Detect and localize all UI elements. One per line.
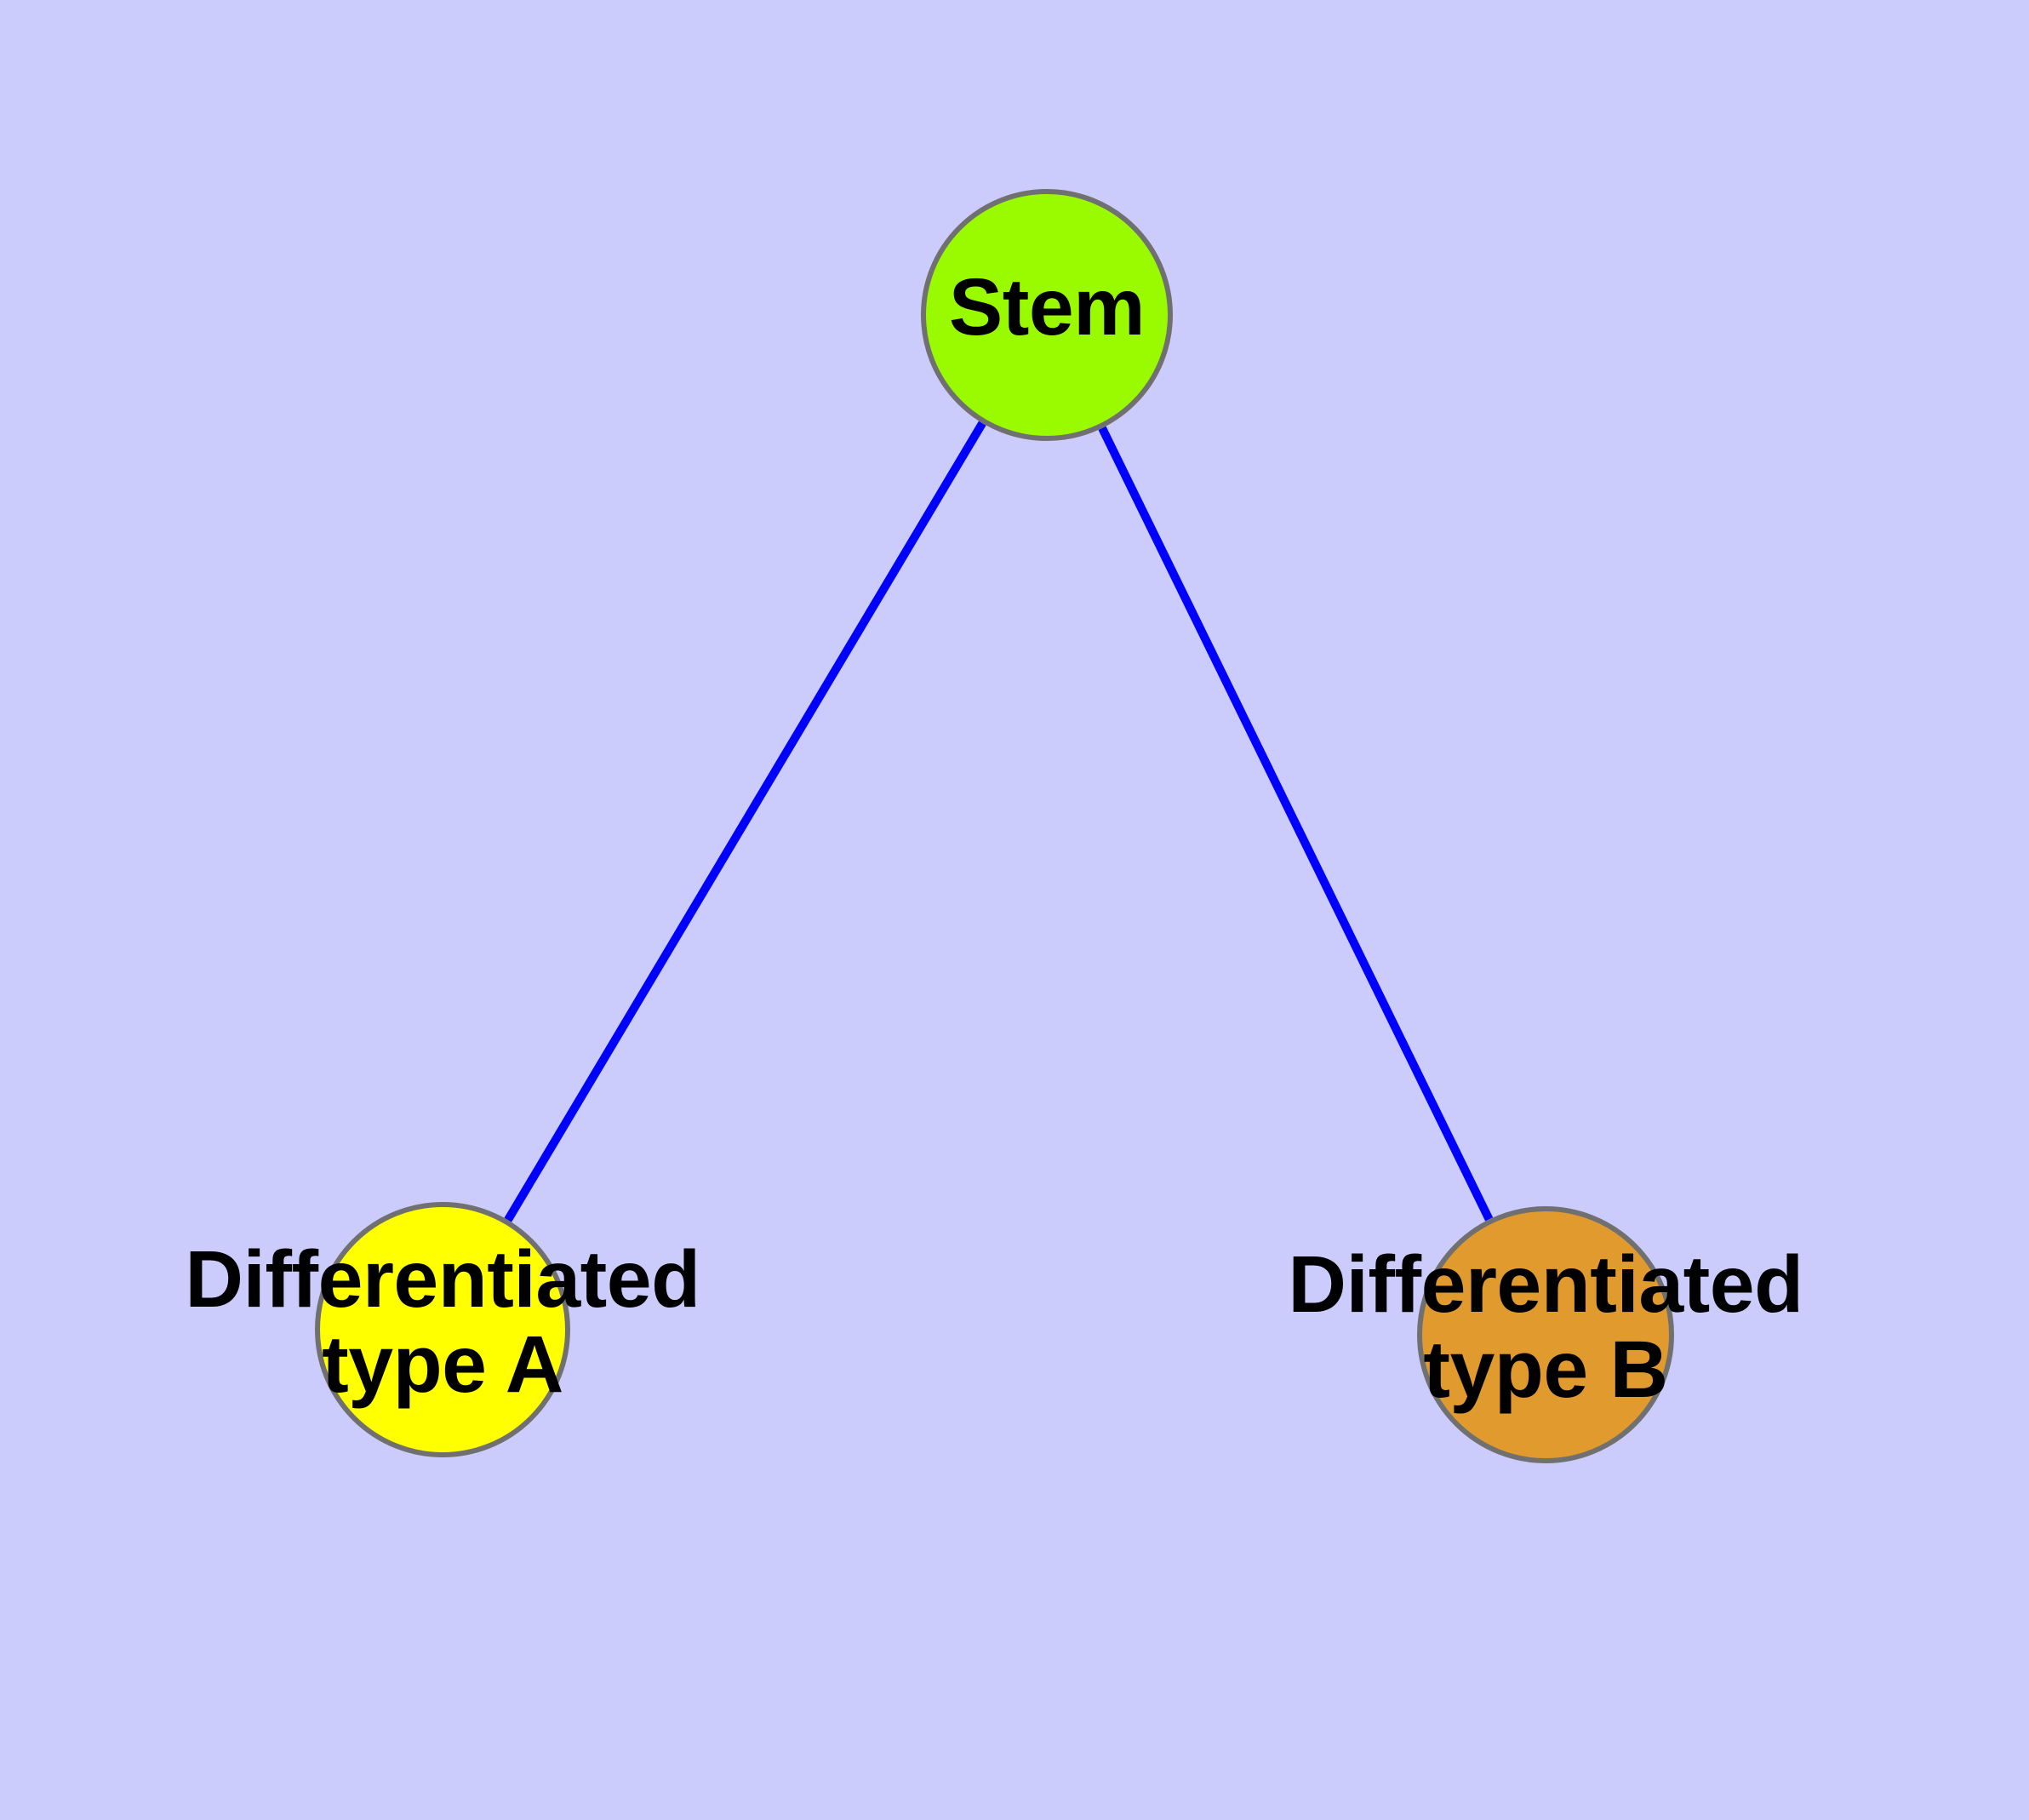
graph-edge-stem-diff_b[interactable] bbox=[1098, 426, 1494, 1222]
graph-node-stem[interactable] bbox=[921, 189, 1173, 441]
graph-node-diff_a[interactable] bbox=[315, 1202, 570, 1457]
graph-node-diff_b[interactable] bbox=[1417, 1206, 1674, 1463]
edges-layer bbox=[504, 421, 1494, 1222]
graph-edge-stem-diff_a[interactable] bbox=[504, 421, 986, 1222]
nodes-layer bbox=[315, 189, 1674, 1463]
